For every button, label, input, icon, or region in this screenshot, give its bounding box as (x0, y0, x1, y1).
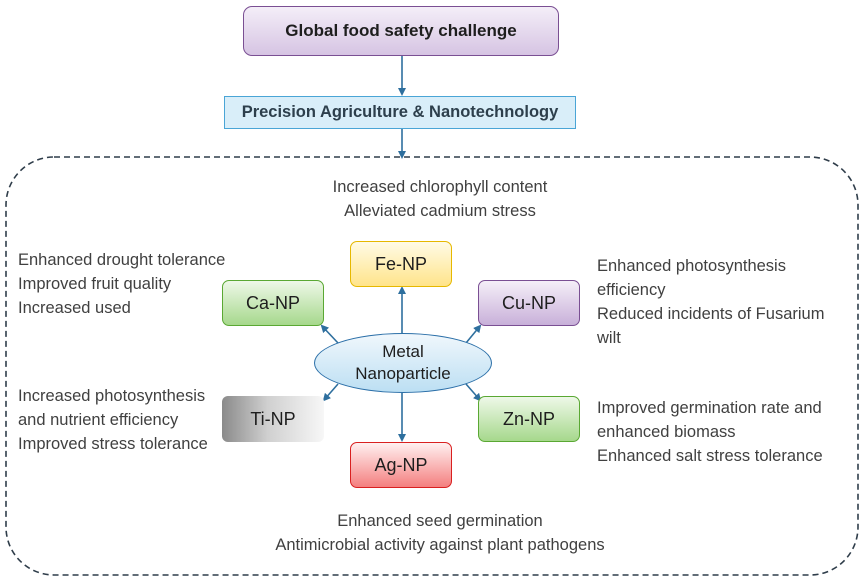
ca-effect-line: Improved fruit quality (18, 275, 172, 293)
ag-np-box: Ag-NP (350, 442, 452, 488)
ag-effect-line: Antimicrobial activity against plant pat… (275, 536, 605, 554)
fe-effect-line: Increased chlorophyll content (332, 178, 548, 196)
ti-np-box: Ti-NP (222, 396, 324, 442)
global-challenge-label: Global food safety challenge (285, 21, 517, 40)
cu-effect-line: efficiency (597, 281, 666, 299)
ti-effect-line: Improved stress tolerance (18, 435, 208, 453)
ag-effects-text: Enhanced seed germination Antimicrobial … (220, 509, 660, 557)
ag-np-label: Ag-NP (374, 454, 428, 475)
precision-agriculture-label: Precision Agriculture & Nanotechnology (241, 103, 559, 121)
arrow-center-to-cu (465, 324, 482, 344)
ag-effect-line: Enhanced seed germination (337, 512, 543, 530)
zn-np-box: Zn-NP (478, 396, 580, 442)
ca-effects-text: Enhanced drought tolerance Improved frui… (18, 248, 225, 320)
arrow-center-to-ti (322, 383, 339, 402)
zn-effects-text: Improved germination rate and enhanced b… (597, 396, 823, 468)
global-challenge-box: Global food safety challenge (243, 6, 559, 56)
cu-effect-line: Reduced incidents of Fusarium (597, 305, 825, 323)
fe-effect-line: Alleviated cadmium stress (344, 202, 536, 220)
ti-np-label: Ti-NP (250, 408, 296, 429)
ca-np-box: Ca-NP (222, 280, 324, 326)
zn-effect-line: enhanced biomass (597, 423, 736, 441)
dashed-container (5, 156, 859, 576)
zn-effect-line: Improved germination rate and (597, 399, 822, 417)
ca-effect-line: Increased used (18, 299, 131, 317)
cu-np-box: Cu-NP (478, 280, 580, 326)
cu-effect-line: Enhanced photosynthesis (597, 257, 786, 275)
ca-np-label: Ca-NP (245, 292, 300, 313)
precision-agriculture-box: Precision Agriculture & Nanotechnology (224, 96, 576, 129)
cu-effect-line: wilt (597, 329, 621, 347)
metal-nanoparticle-ellipse: Metal Nanoparticle (314, 333, 492, 393)
zn-effect-line: Enhanced salt stress tolerance (597, 447, 823, 465)
arrow-center-to-ca (320, 324, 339, 344)
cu-np-label: Cu-NP (501, 292, 556, 313)
center-label-line2: Nanoparticle (355, 364, 451, 383)
fe-np-box: Fe-NP (350, 241, 452, 287)
ti-effect-line: Increased photosynthesis (18, 387, 206, 405)
fe-np-label: Fe-NP (374, 253, 427, 274)
arrow-center-to-zn (465, 383, 482, 402)
ti-effect-line: and nutrient efficiency (18, 411, 179, 429)
fe-effects-text: Increased chlorophyll content Alleviated… (250, 175, 630, 223)
zn-np-label: Zn-NP (502, 408, 555, 429)
ca-effect-line: Enhanced drought tolerance (18, 251, 226, 269)
center-label-line1: Metal (382, 342, 424, 361)
cu-effects-text: Enhanced photosynthesis efficiency Reduc… (597, 254, 824, 350)
ti-effects-text: Increased photosynthesis and nutrient ef… (18, 384, 208, 456)
